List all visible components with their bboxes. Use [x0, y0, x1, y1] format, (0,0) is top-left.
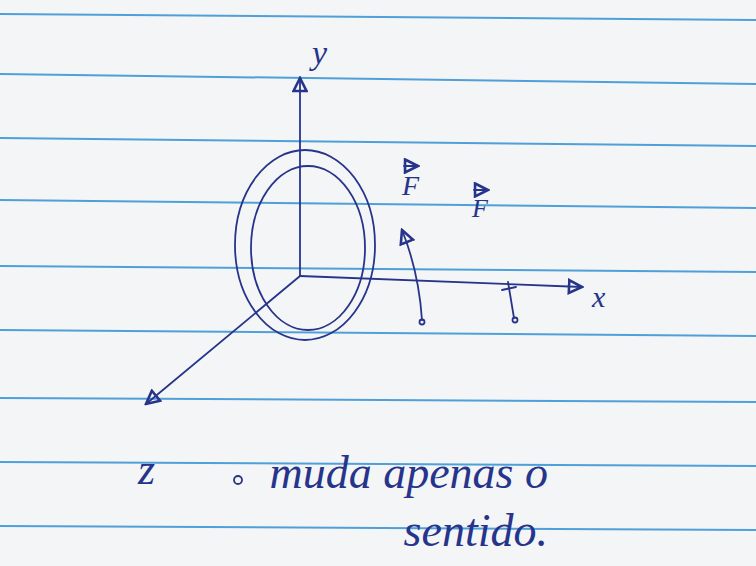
- axis-or-vector-label: x: [592, 282, 605, 312]
- ring-outer: [235, 150, 375, 340]
- x-axis: [300, 276, 582, 287]
- point: [420, 320, 425, 325]
- force-arrow: [402, 230, 422, 320]
- z-axis: [146, 276, 300, 404]
- force-tick: [502, 287, 516, 290]
- ring: [235, 150, 375, 340]
- ring-inner: [251, 166, 365, 330]
- axis-or-vector-label: y: [312, 36, 327, 70]
- y-axis: [299, 78, 301, 276]
- axes: [146, 78, 582, 404]
- axis-or-vector-label: z: [138, 448, 155, 492]
- point: [513, 318, 518, 323]
- bullet: [234, 476, 242, 484]
- vector-arrow: [474, 189, 488, 191]
- axis-or-vector-label: F: [472, 196, 488, 222]
- vector-arrow: [404, 165, 418, 167]
- axis-or-vector-label: F: [402, 172, 419, 200]
- handwritten-note: muda apenas o sentido.: [252, 444, 548, 560]
- force-vectors: [234, 166, 518, 484]
